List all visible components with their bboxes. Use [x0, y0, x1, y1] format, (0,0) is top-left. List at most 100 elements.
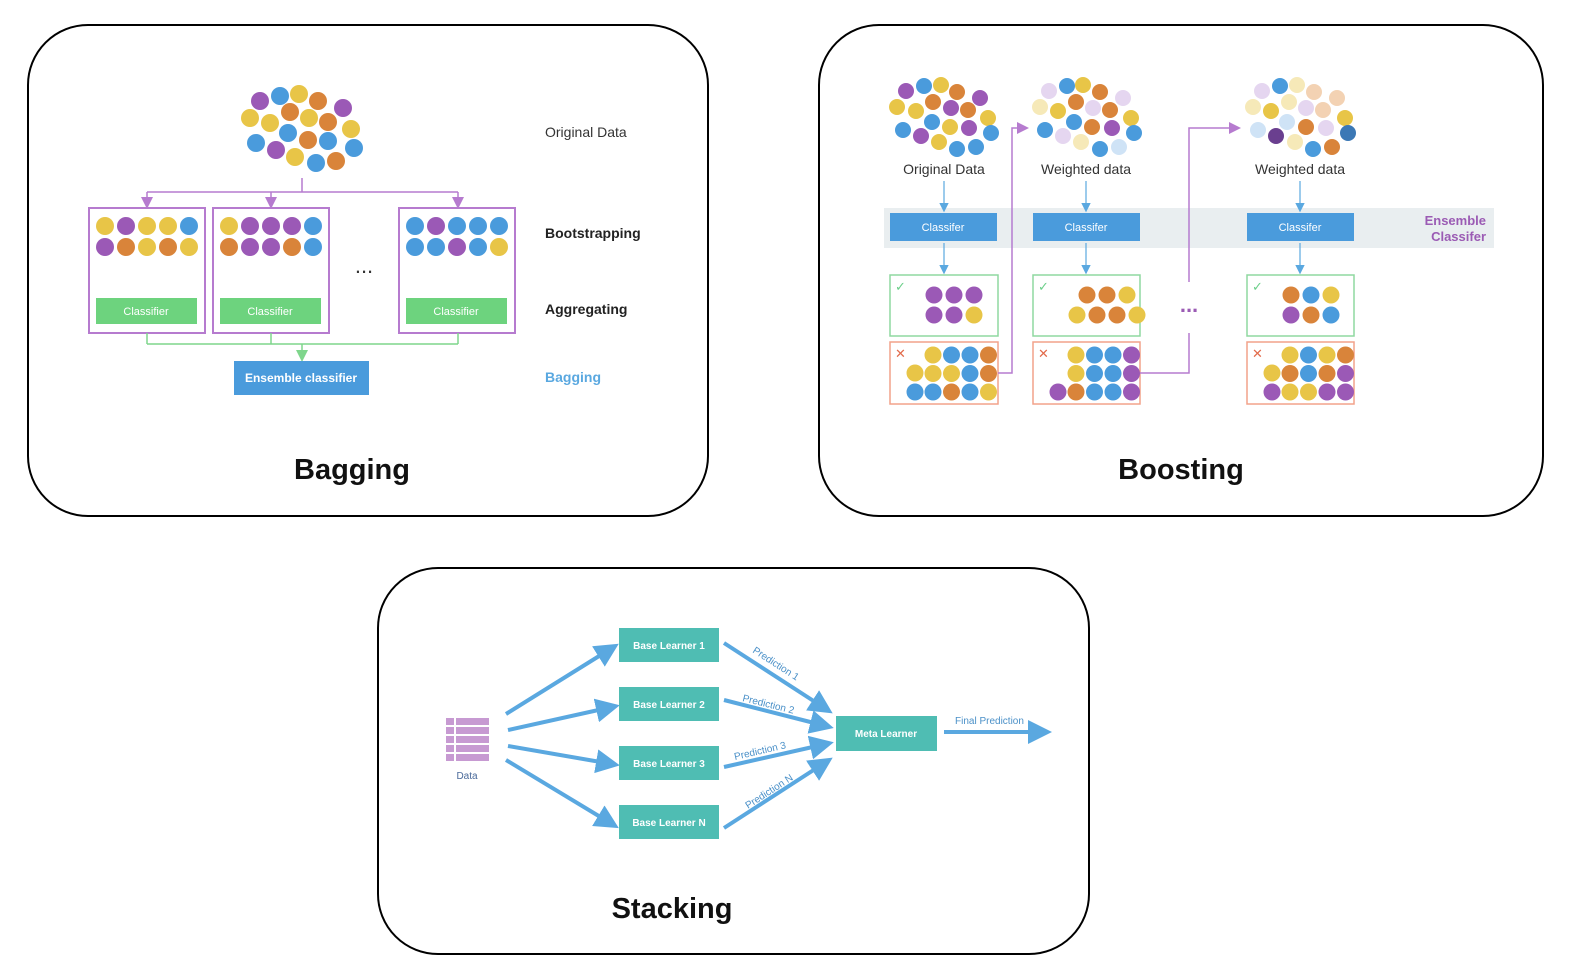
- data-point: [334, 99, 352, 117]
- data-point: [1086, 365, 1103, 382]
- data-point: [271, 87, 289, 105]
- data-point: [1305, 141, 1321, 157]
- data-point: [1282, 306, 1300, 324]
- data-point: [913, 128, 929, 144]
- stacking-panel: Data Base Learner 1 Base Learner 2 Base …: [377, 567, 1090, 955]
- data-point: [1329, 90, 1345, 106]
- data-point: [1104, 120, 1120, 136]
- data-point: [469, 238, 487, 256]
- data-point: [1108, 306, 1126, 324]
- data-point: [1088, 306, 1106, 324]
- base-learner-2: [619, 687, 719, 721]
- boosting-weighted-data-cloud-2: [1245, 77, 1356, 157]
- data-point: [241, 217, 259, 235]
- classifier-button-n: [406, 298, 507, 324]
- data-point: [1289, 77, 1305, 93]
- data-point: [1092, 141, 1108, 157]
- data-point: [1123, 365, 1140, 382]
- data-point: [1281, 94, 1297, 110]
- boosting-classifier-label-1: Classifer: [922, 222, 965, 234]
- data-point: [1104, 346, 1122, 364]
- data-point: [262, 238, 280, 256]
- boosting-ellipsis: ...: [1180, 292, 1198, 317]
- data-point: [949, 141, 965, 157]
- data-point: [1067, 383, 1085, 401]
- data-point: [1263, 383, 1281, 401]
- data-point: [283, 238, 301, 256]
- data-point: [1298, 119, 1314, 135]
- data-point: [286, 148, 304, 166]
- bootstrap-sample-n-dots: [406, 217, 508, 256]
- data-point: [406, 217, 424, 235]
- data-point: [943, 346, 960, 364]
- boosting-correct-box-2: ✓: [1032, 274, 1146, 337]
- data-point: [1123, 346, 1140, 364]
- data-point: [304, 238, 322, 256]
- data-point: [490, 217, 508, 235]
- bagging-original-data-label: Original Data: [545, 124, 627, 140]
- data-point: [1302, 306, 1320, 324]
- bootstrapping-label: Bootstrapping: [545, 225, 641, 241]
- data-point: [1287, 134, 1303, 150]
- data-point: [1322, 306, 1340, 324]
- data-point: [117, 217, 135, 235]
- data-point: [1302, 286, 1320, 304]
- data-point: [1073, 134, 1089, 150]
- boosting-original-data-cloud: [889, 77, 999, 157]
- ensemble-classifier-label: Ensemble classifier: [245, 371, 357, 385]
- bagging-method-label: Bagging: [545, 369, 601, 385]
- classifier-label-2: Classifier: [247, 306, 293, 318]
- data-point: [117, 238, 135, 256]
- final-prediction-label: Final Prediction: [955, 716, 1024, 727]
- data-point: [220, 217, 238, 235]
- data-point: [180, 217, 198, 235]
- cross-icon: ✕: [1038, 347, 1049, 362]
- data-point: [1123, 383, 1140, 401]
- data-point: [980, 383, 997, 401]
- data-point: [247, 134, 265, 152]
- cross-icon: ✕: [1252, 347, 1263, 362]
- base-learner-2-label: Base Learner 2: [633, 700, 705, 711]
- boosting-wrong-box-1: ✕: [889, 341, 999, 405]
- data-point: [1123, 110, 1139, 126]
- data-point: [906, 364, 924, 382]
- data-point: [1272, 78, 1288, 94]
- check-icon: ✓: [1038, 280, 1049, 295]
- data-point: [138, 238, 156, 256]
- data-point: [924, 383, 942, 401]
- bootstrap-sample-n: Classifier: [398, 207, 516, 334]
- data-point: [1300, 346, 1317, 364]
- data-point: [924, 365, 942, 382]
- data-point: [972, 90, 988, 106]
- data-point: [1281, 346, 1299, 364]
- data-point: [319, 132, 337, 150]
- data-point: [1032, 99, 1048, 115]
- data-point: [961, 365, 979, 382]
- ensemble-classifier-band-label-2: Classifer: [1431, 229, 1486, 244]
- boosting-original-data-label: Original Data: [903, 161, 985, 177]
- data-point: [1068, 306, 1086, 324]
- data-point: [279, 124, 297, 142]
- data-point: [1337, 383, 1354, 401]
- data-point: [159, 238, 177, 256]
- data-point: [889, 99, 905, 115]
- boosting-wrong-box-2: ✕: [1032, 341, 1141, 405]
- bagging-original-data-cloud: [241, 85, 363, 172]
- boosting-down-arrows: [939, 181, 1305, 275]
- data-point: [1318, 120, 1334, 136]
- data-point: [1049, 383, 1067, 401]
- boosting-correct-box-3: ✓: [1246, 274, 1355, 337]
- stacking-panel-frame: [377, 567, 1090, 955]
- bagging-split-lines: [141, 178, 464, 209]
- data-point: [1086, 383, 1103, 401]
- data-point: [1098, 286, 1116, 304]
- data-point: [1037, 122, 1053, 138]
- data-point: [1115, 90, 1131, 106]
- bagging-aggregate-lines: [146, 333, 459, 362]
- data-point: [138, 217, 156, 235]
- meta-learner-label: Meta Learner: [855, 729, 917, 740]
- classifier-button-2: [220, 298, 321, 324]
- data-point: [895, 122, 911, 138]
- data-point: [965, 286, 983, 304]
- data-point: [1281, 383, 1299, 401]
